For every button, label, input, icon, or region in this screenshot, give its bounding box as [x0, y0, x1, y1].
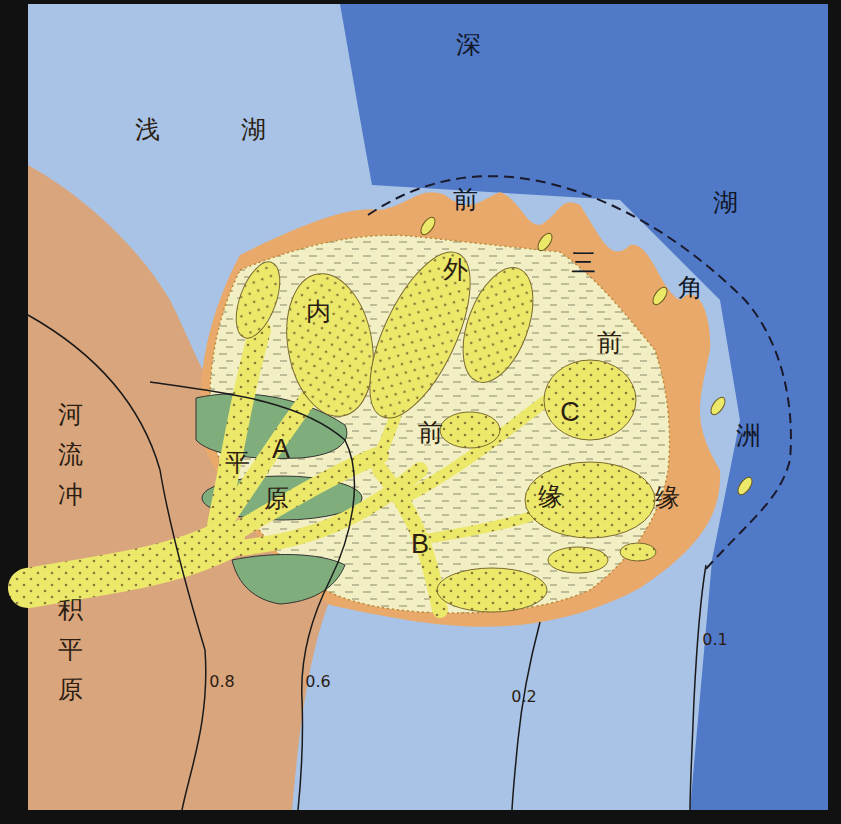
lake-label: 浅	[135, 116, 160, 144]
mouth-bars	[227, 238, 656, 612]
shallow-lake	[28, 4, 828, 810]
callout-letter: C	[560, 398, 580, 428]
alluvial-plain-label: 河流冲	[58, 395, 83, 515]
callout-letter: A	[272, 435, 290, 465]
alluvial-plain-label: 积平原	[58, 590, 83, 710]
lake-label: 深	[456, 31, 481, 59]
lake-label: 湖	[241, 116, 266, 144]
plain-label: 原	[264, 485, 289, 513]
callout-letter: B	[411, 530, 429, 560]
prodelta-label: 三	[571, 249, 596, 277]
plain-label: 平	[225, 449, 250, 477]
outer-front-label: 外	[443, 256, 468, 284]
outer-front-label: 缘	[655, 484, 680, 512]
isoline-value: 0.2	[509, 688, 538, 706]
outer-front-label: 前	[597, 329, 622, 357]
prodelta-label: 角	[678, 274, 703, 302]
inner-front-label: 缘	[538, 483, 563, 511]
isoline-value: 0.6	[303, 673, 332, 691]
prodelta-sand-lenses	[418, 215, 755, 497]
isolines	[28, 315, 706, 810]
isoline-value: 0.8	[207, 673, 236, 691]
inner-front-label: 内	[306, 298, 331, 326]
lake-label: 湖	[713, 189, 738, 217]
inner-front-label: 前	[418, 419, 443, 447]
prodelta-boundary	[368, 176, 791, 570]
prodelta-label: 洲	[736, 422, 761, 450]
prodelta-label: 前	[453, 186, 478, 214]
isoline-value: 0.1	[700, 631, 729, 649]
